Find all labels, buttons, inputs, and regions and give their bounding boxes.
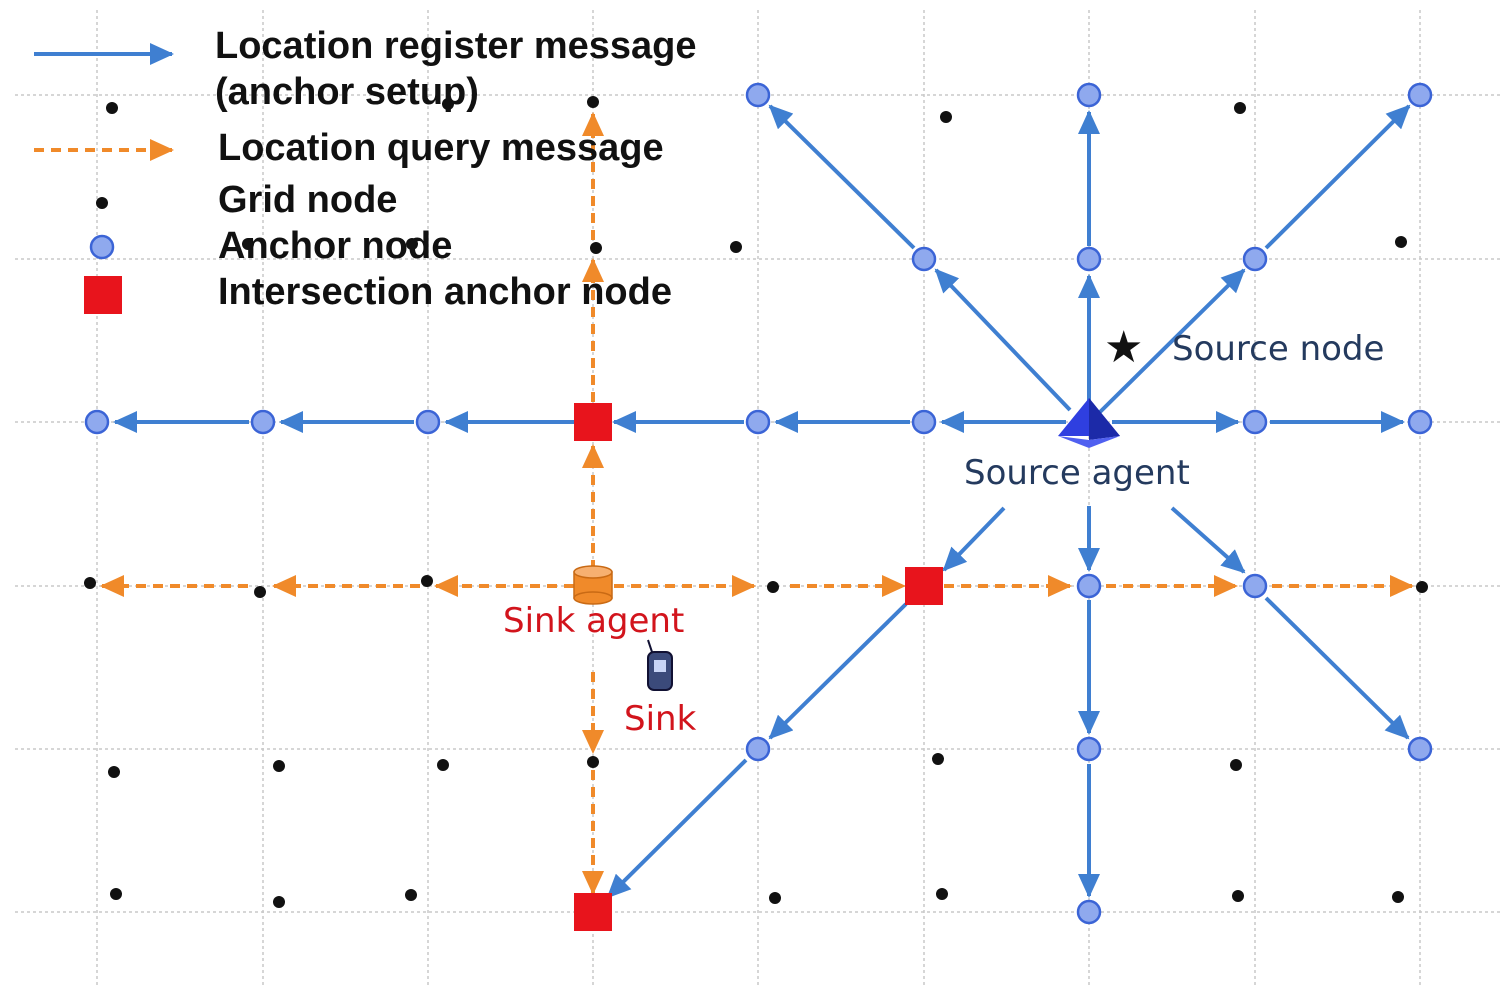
grid-node: [1392, 891, 1404, 903]
register-arrow: [768, 104, 916, 250]
register-arrow: [1170, 506, 1246, 574]
register-arrow: [606, 758, 748, 899]
grid-node: [769, 892, 781, 904]
grid-node: [1230, 759, 1242, 771]
source-agent-label: Source agent: [964, 453, 1190, 493]
source-node-label: Source node: [1172, 329, 1384, 369]
grid-node: [587, 756, 599, 768]
register-arrow: [768, 602, 908, 740]
grid-node: [405, 889, 417, 901]
register-arrow: [1098, 268, 1246, 414]
register-message-arrows: [113, 104, 1411, 899]
grid-node: [587, 96, 599, 108]
anchor-node: [1407, 736, 1433, 762]
legend-query-label: Location query message: [218, 127, 664, 169]
intersection-anchor-node: [574, 403, 612, 441]
grid-node: [273, 896, 285, 908]
legend-register-label-line2: (anchor setup): [215, 71, 479, 113]
register-arrow: [1264, 596, 1410, 740]
anchor-node: [84, 409, 110, 435]
grid-node: [1232, 890, 1244, 902]
legend: Location register message (anchor setup)…: [34, 25, 697, 314]
anchor-node: [1242, 573, 1268, 599]
grid-node: [421, 575, 433, 587]
anchor-node: [745, 409, 771, 435]
anchor-node: [745, 736, 771, 762]
grid-node: [106, 102, 118, 114]
source-node-star-icon: ★: [1104, 322, 1143, 373]
anchor-node: [911, 409, 937, 435]
grid-node: [406, 238, 418, 250]
grid-node: [1234, 102, 1246, 114]
anchor-node: [1076, 573, 1102, 599]
grid-node: [437, 759, 449, 771]
anchor-node: [1407, 82, 1433, 108]
register-arrow: [934, 268, 1072, 412]
anchor-node: [911, 246, 937, 272]
grid-node: [254, 586, 266, 598]
anchor-node: [1076, 82, 1102, 108]
anchor-node: [1242, 246, 1268, 272]
source-agent-pyramid-icon: [1058, 398, 1120, 448]
anchor-nodes: [84, 82, 1433, 925]
intersection-anchor-nodes: [574, 403, 943, 931]
grid-node: [108, 766, 120, 778]
legend-anchor-node-icon: [89, 234, 115, 260]
grid-node: [242, 238, 254, 250]
legend-register-label-line1: Location register message: [215, 25, 697, 67]
anchor-node: [1242, 409, 1268, 435]
grid-node: [84, 577, 96, 589]
sink-label: Sink: [624, 699, 697, 739]
grid-nodes: [84, 96, 1428, 908]
grid-node: [1395, 236, 1407, 248]
grid-node: [932, 753, 944, 765]
anchor-node: [745, 82, 771, 108]
grid-node: [110, 888, 122, 900]
grid-node: [767, 581, 779, 593]
grid-node: [936, 888, 948, 900]
legend-anchor-node-label: Anchor node: [218, 225, 452, 267]
sink-agent-label: Sink agent: [503, 601, 684, 641]
grid-node: [590, 242, 602, 254]
register-arrow: [1264, 104, 1411, 250]
anchor-node: [250, 409, 276, 435]
anchor-node: [1076, 736, 1102, 762]
intersection-anchor-node: [574, 893, 612, 931]
legend-intersection-icon: [84, 276, 122, 314]
query-message-arrows: [100, 112, 1414, 895]
anchor-node: [1076, 246, 1102, 272]
legend-intersection-label: Intersection anchor node: [218, 271, 672, 313]
anchor-node: [1076, 899, 1102, 925]
legend-grid-node-icon: [96, 197, 108, 209]
grid-node: [940, 111, 952, 123]
intersection-anchor-node: [905, 567, 943, 605]
anchor-node: [1407, 409, 1433, 435]
sink-phone-icon: [647, 639, 673, 691]
anchor-node: [415, 409, 441, 435]
sink-agent-cylinder-icon: [573, 565, 613, 605]
grid-node: [730, 241, 742, 253]
grid-node: [442, 98, 454, 110]
grid-node: [1416, 581, 1428, 593]
legend-grid-node-label: Grid node: [218, 179, 397, 221]
register-arrow: [942, 506, 1006, 572]
grid-node: [273, 760, 285, 772]
